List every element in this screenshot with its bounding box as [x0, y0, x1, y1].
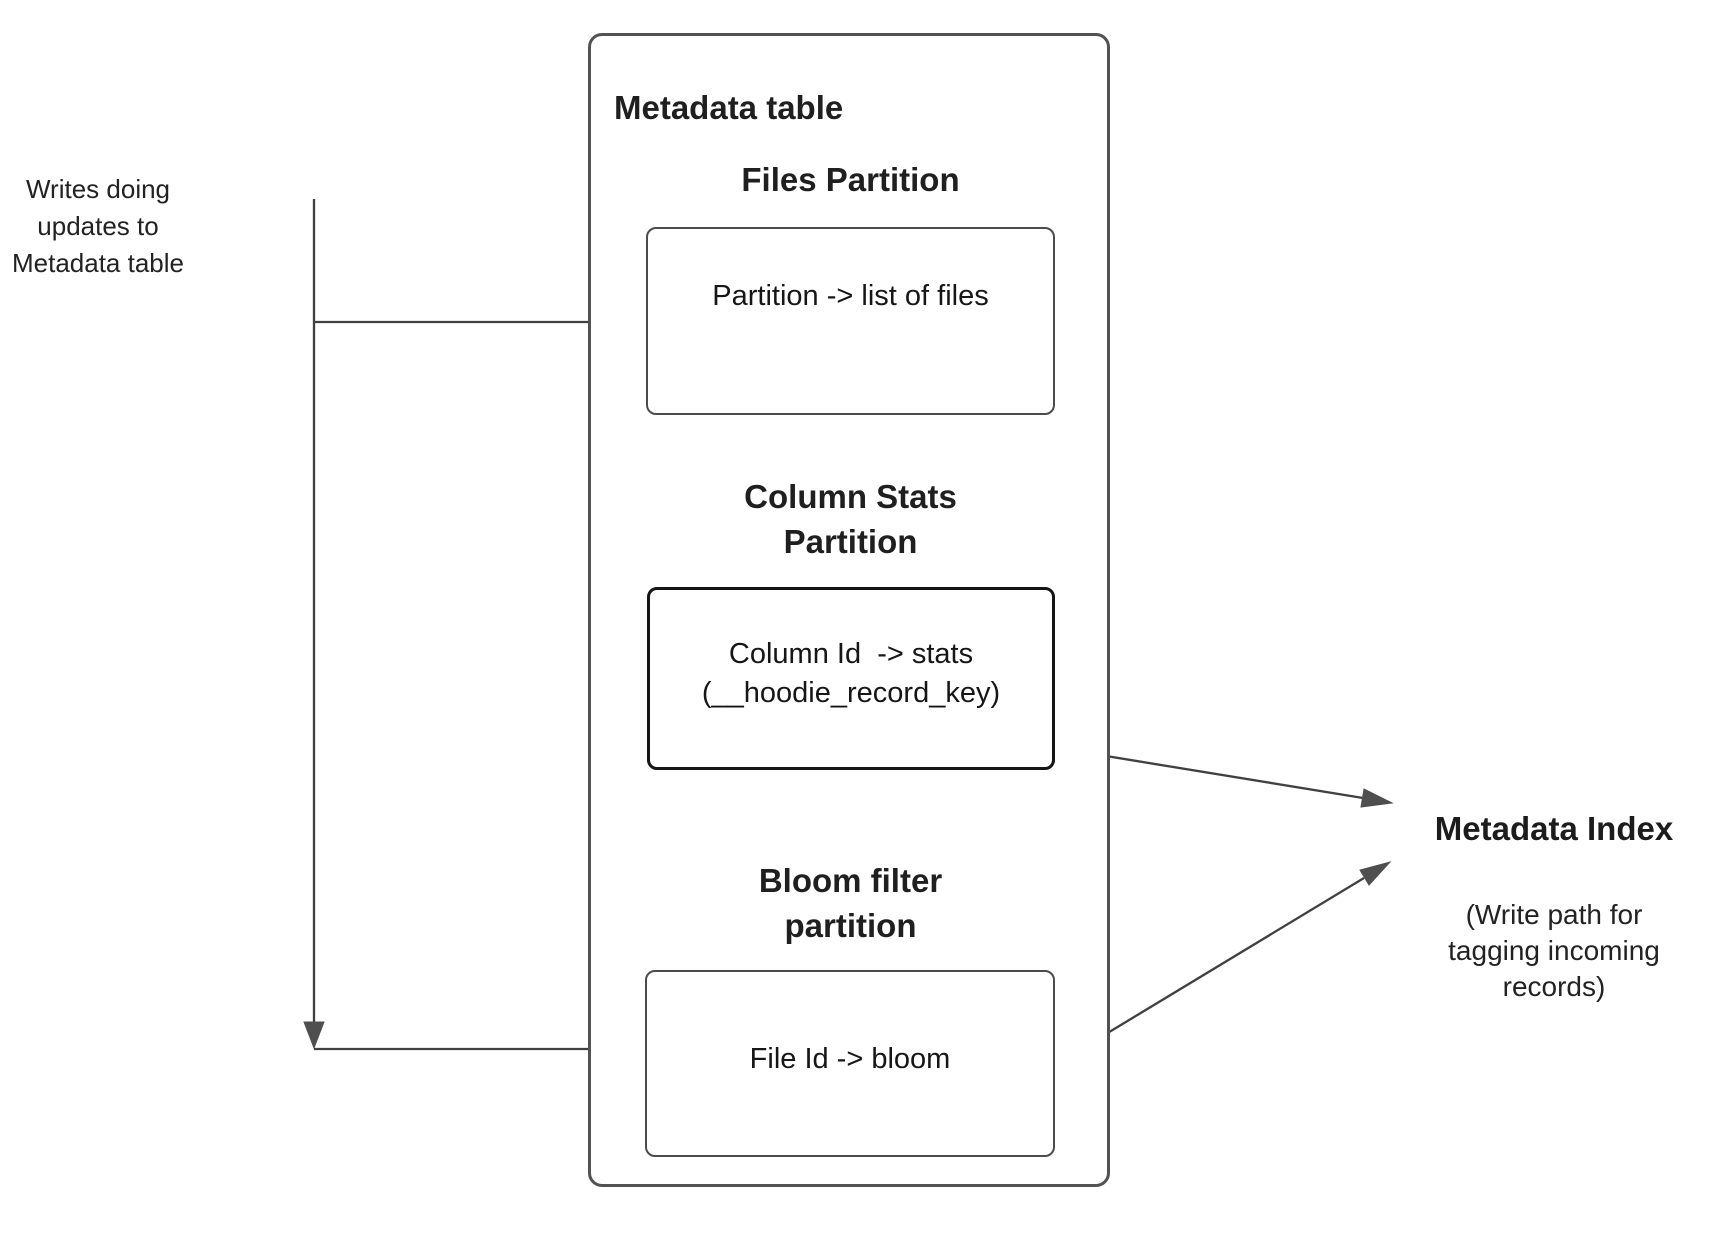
- heading-line: Column Stats: [744, 478, 957, 515]
- writes-annotation-line: Metadata table: [11, 248, 184, 278]
- heading-line: Bloom filter: [758, 862, 943, 899]
- box-label-line: File Id -> bloom: [749, 1043, 951, 1075]
- bloom-filter-partition-heading: Bloom filter partition: [646, 858, 1055, 948]
- column-stats-partition-label: Column Id -> stats (__hoodie_record_key): [650, 635, 1052, 713]
- down-arrowhead-icon: [303, 1021, 325, 1050]
- column-stats-partition-heading: Column Stats Partition: [646, 474, 1055, 564]
- subtitle-line: tagging incoming: [1448, 935, 1660, 966]
- metadata-index-subtitle: (Write path for tagging incoming records…: [1404, 897, 1704, 1005]
- heading-line: partition: [784, 907, 917, 944]
- box-label-line: (__hoodie_record_key): [701, 677, 1001, 709]
- files-partition-heading: Files Partition: [646, 159, 1055, 201]
- metadata-table-title: Metadata table: [614, 89, 844, 126]
- files-partition-box: Partition -> list of files: [646, 227, 1055, 415]
- files-partition-label: Partition -> list of files: [648, 276, 1053, 316]
- bloom-filter-partition-box: File Id -> bloom: [645, 970, 1055, 1157]
- writes-annotation: Writes doing updates to Metadata table: [8, 171, 188, 282]
- box-label-line: Column Id -> stats: [728, 638, 974, 670]
- writes-annotation-line: updates to: [37, 211, 159, 241]
- column-stats-partition-box: Column Id -> stats (__hoodie_record_key): [647, 587, 1055, 770]
- metadata-table-container: Metadata table Files Partition Partition…: [588, 33, 1110, 1187]
- writes-annotation-line: Writes doing: [25, 174, 171, 204]
- right-arrowhead-icon: [1360, 788, 1394, 808]
- metadata-index-title: Metadata Index: [1434, 810, 1674, 847]
- heading-line: Files Partition: [741, 161, 960, 198]
- subtitle-line: records): [1502, 971, 1606, 1002]
- subtitle-line: (Write path for: [1465, 899, 1643, 930]
- bloom-filter-partition-label: File Id -> bloom: [647, 1039, 1053, 1079]
- heading-line: Partition: [783, 523, 918, 560]
- upright-arrowhead-icon: [1359, 861, 1392, 886]
- box-label-line: Partition -> list of files: [712, 280, 989, 312]
